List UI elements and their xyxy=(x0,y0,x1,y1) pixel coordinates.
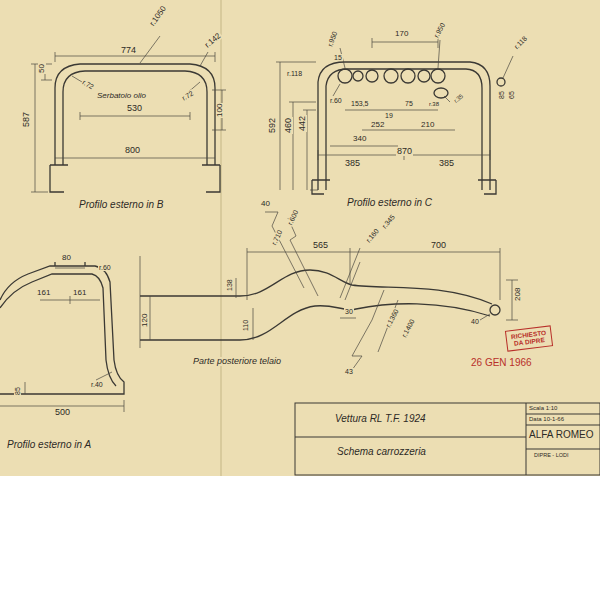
dimension-label: 700 xyxy=(430,241,447,250)
dimension-label: 442 xyxy=(298,115,307,132)
dimension-label: 85 xyxy=(498,90,505,100)
dimension-label: 110 xyxy=(242,319,249,332)
dimension-label: 161 xyxy=(72,289,87,297)
dimension-label: 340 xyxy=(352,135,367,143)
dimension-label: 870 xyxy=(396,147,413,156)
dimension-label: 565 xyxy=(312,241,329,250)
dimension-label: 153,5 xyxy=(350,100,370,107)
dimension-label: 85 xyxy=(14,386,21,396)
view-caption: Serbatoio olio xyxy=(96,92,147,100)
dimension-label: 80 xyxy=(61,254,72,262)
view-caption: Profilo esterno in A xyxy=(6,440,92,451)
dimension-label: 170 xyxy=(394,30,409,38)
stamp-text: RICHIESTO DA DIPRE xyxy=(508,329,550,349)
dimension-label: r.60 xyxy=(98,264,112,271)
view-caption: Profilo esterno in B xyxy=(78,200,165,211)
dimension-label: 75 xyxy=(404,100,414,107)
dimension-label: 460 xyxy=(284,117,293,134)
dimension-label: 208 xyxy=(514,287,522,302)
dimension-label: 138 xyxy=(226,278,233,292)
dimension-label: 530 xyxy=(126,104,143,113)
dimension-label: 774 xyxy=(120,46,137,55)
dimension-label: 40 xyxy=(260,200,271,208)
view-caption: Schema carrozzeria xyxy=(336,447,427,458)
dimension-label: Data 10-1-66 xyxy=(528,416,565,422)
dimension-label: 30 xyxy=(344,308,354,315)
dimension-label: 15 xyxy=(333,54,343,61)
dimension-label: 65 xyxy=(508,90,515,100)
dimension-label: DIPRE - LODI xyxy=(533,453,570,459)
dimension-label: 43 xyxy=(344,368,354,375)
view-caption: Vettura RL T.F. 1924 xyxy=(334,414,427,425)
dimension-label: 210 xyxy=(420,121,435,129)
dimension-label: ALFA ROMEO xyxy=(528,430,594,441)
dimension-label: 500 xyxy=(54,408,71,417)
dimension-label: r.60 xyxy=(329,97,343,104)
dimension-label: 50 xyxy=(38,63,46,74)
dimension-label: Scala 1:10 xyxy=(528,405,558,411)
dimension-label: 587 xyxy=(22,111,31,128)
dimension-label: 19 xyxy=(384,112,394,119)
dimension-label: 385 xyxy=(344,159,361,168)
dimension-label: 800 xyxy=(124,146,141,155)
dimension-label: 161 xyxy=(36,289,51,297)
dimension-label: 100 xyxy=(216,103,224,118)
view-caption: Parte posteriore telaio xyxy=(192,357,282,366)
dimension-label: r.118 xyxy=(286,70,303,77)
dimension-label: 252 xyxy=(370,121,385,129)
dimension-label: 120 xyxy=(141,313,149,328)
view-caption: Profilo esterno in C xyxy=(346,198,433,209)
dimension-label: r.38 xyxy=(428,101,440,107)
dimension-label: 40 xyxy=(470,318,480,325)
dimension-label: 385 xyxy=(438,159,455,168)
dimension-label: 592 xyxy=(268,117,277,134)
dimension-label: 26 GEN 1966 xyxy=(470,358,533,369)
dimension-label: r.40 xyxy=(90,381,104,388)
